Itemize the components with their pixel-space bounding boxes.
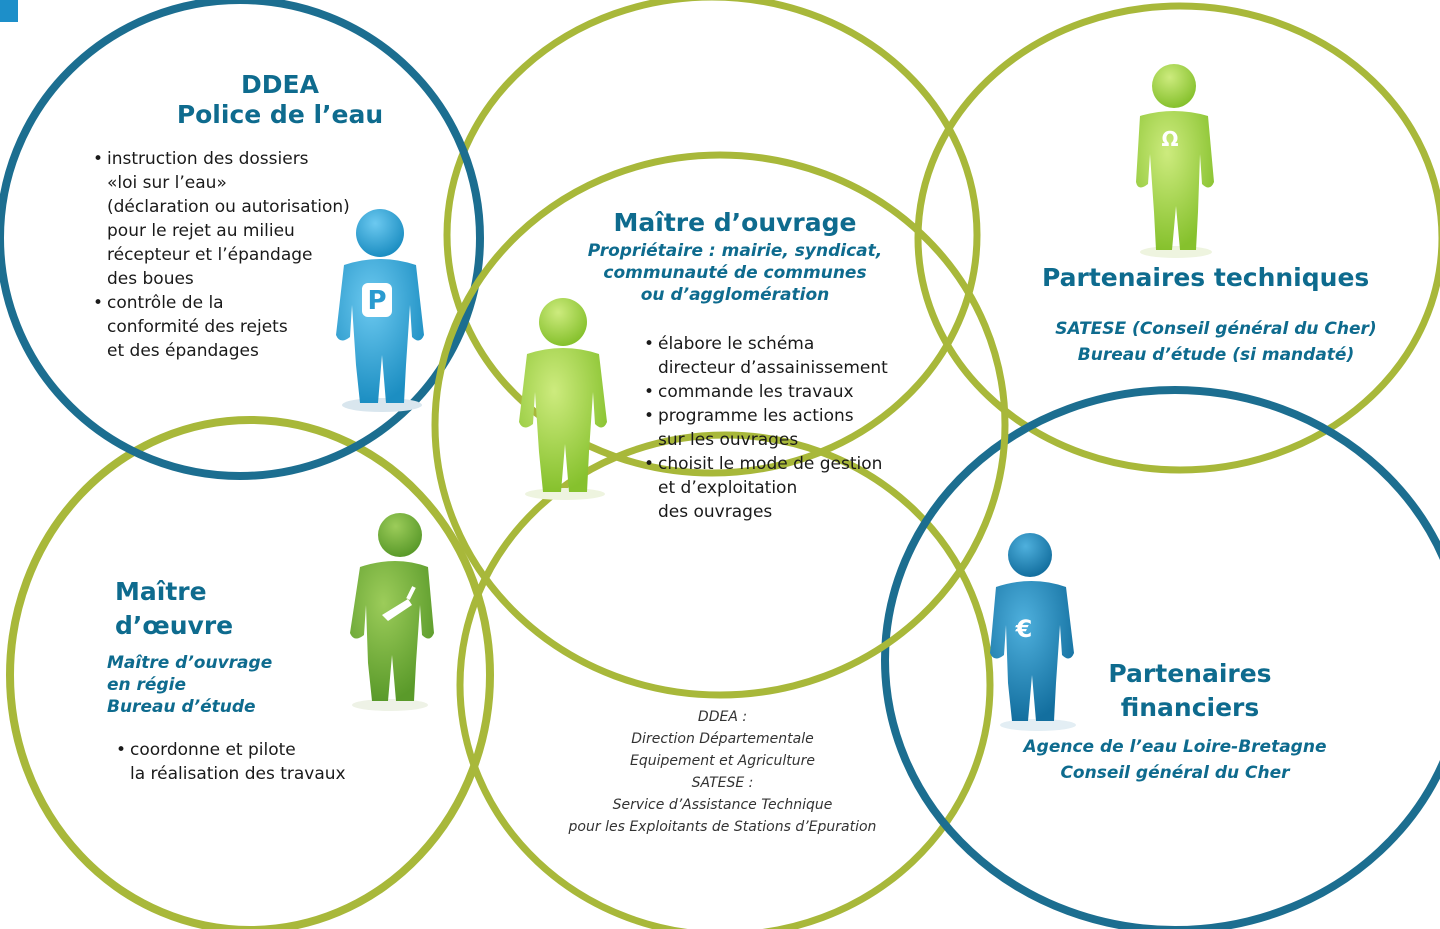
figure-partenaires-financiers: €: [990, 533, 1076, 731]
ddea-bullet-1: instruction des dossiers «loi sur l’eau» (…: [93, 147, 363, 291]
ddea-title: DDEA Police de l’eau: [150, 70, 410, 130]
trowel-icon: [382, 599, 412, 621]
maitre-oeuvre-bullet-1: coordonne et pilote la réalisation des tr…: [116, 738, 376, 786]
maitre-ouvrage-bullet-1: élabore le schéma directeur d’assainissem…: [644, 332, 924, 380]
figure-maitre-ouvrage: [519, 298, 607, 500]
ring-partenaires-financiers: [881, 386, 1440, 929]
maitre-ouvrage-bullet-4: choisit le mode de gestion et d’exploitat…: [644, 452, 924, 524]
partenaires-financiers-title: Partenaires financiers: [1080, 657, 1300, 725]
corner-mark: [0, 0, 18, 22]
maitre-ouvrage-subtitle-line-2: communauté de communes: [603, 263, 867, 283]
figure-ddea-letter: P: [367, 286, 386, 316]
ddea-bullets: instruction des dossiers «loi sur l’eau» (…: [93, 147, 363, 363]
ddea-bullet-2-line-2: conformité des rejets: [107, 317, 288, 337]
glossary-line-4: SATESE :: [691, 775, 754, 791]
ddea-bullet-1-line-2: «loi sur l’eau»: [107, 173, 227, 193]
maitre-ouvrage-bullet-2-line-1: commande les travaux: [658, 382, 854, 402]
maitre-oeuvre-bullet-1-line-2: la réalisation des travaux: [130, 764, 346, 784]
ddea-bullet-1-line-5: récepteur et l’épandage: [107, 245, 313, 265]
maitre-oeuvre-subtitle-line-1: Maître d’ouvrage: [107, 653, 273, 673]
glossary-line-1: DDEA :: [697, 709, 748, 725]
glossary-line-2: Direction Départementale: [631, 731, 814, 747]
maitre-ouvrage-bullet-3-line-2: sur les ouvrages: [658, 430, 799, 450]
maitre-ouvrage-bullet-1-line-2: directeur d’assainissement: [658, 358, 888, 378]
maitre-ouvrage-bullet-2: commande les travaux: [644, 380, 924, 404]
partenaires-techniques-subtitle: SATESE (Conseil général du Cher) Bureau d…: [1036, 316, 1396, 368]
figure-partenaires-techniques: Ω: [1136, 64, 1214, 258]
ddea-bullet-2-line-3: et des épandages: [107, 341, 259, 361]
euro-icon: €: [1015, 615, 1033, 643]
maitre-ouvrage-subtitle-line-1: Propriétaire : mairie, syndicat,: [587, 241, 883, 261]
ddea-title-line1: DDEA: [241, 70, 319, 99]
maitre-ouvrage-bullet-3: programme les actions sur les ouvrages: [644, 404, 924, 452]
partenaires-techniques-subtitle-line-1: SATESE (Conseil général du Cher): [1055, 319, 1377, 339]
ring-ddea: [0, 0, 484, 480]
maitre-oeuvre-subtitle-line-2: en régie: [107, 675, 186, 695]
partenaires-techniques-title: Partenaires techniques: [1042, 263, 1370, 292]
partenaires-financiers-subtitle-line-1: Agence de l’eau Loire-Bretagne: [1023, 737, 1327, 757]
figure-maitre-oeuvre: [350, 513, 434, 711]
maitre-oeuvre-title-line2: d’œuvre: [115, 611, 234, 640]
maitre-oeuvre-subtitle-line-3: Bureau d’étude: [107, 697, 256, 717]
glossary-line-6: pour les Exploitants de Stations d’Epura…: [568, 819, 877, 835]
maitre-ouvrage-bullets: élabore le schéma directeur d’assainissem…: [644, 332, 924, 524]
ring-maitre-ouvrage-center: [431, 151, 1009, 699]
maitre-oeuvre-bullets: coordonne et pilote la réalisation des tr…: [116, 738, 376, 786]
partenaires-techniques-subtitle-line-2: Bureau d’étude (si mandaté): [1077, 345, 1355, 365]
maitre-ouvrage-bullet-4-line-2: et d’exploitation: [658, 478, 798, 498]
partenaires-financiers-subtitle-line-2: Conseil général du Cher: [1060, 763, 1290, 783]
maitre-ouvrage-subtitle: Propriétaire : mairie, syndicat,communau…: [550, 240, 920, 306]
maitre-oeuvre-bullet-1-line-1: coordonne et pilote: [130, 740, 296, 760]
maitre-ouvrage-bullet-4-line-3: des ouvrages: [658, 502, 773, 522]
ddea-bullet-1-line-6: des boues: [107, 269, 194, 289]
maitre-oeuvre-title: Maître d’œuvre: [115, 575, 315, 643]
ring-partenaires-techniques: [914, 2, 1440, 474]
maitre-ouvrage-bullet-4-line-1: choisit le mode de gestion: [658, 454, 883, 474]
maitre-ouvrage-subtitle-line-3: ou d’agglomération: [640, 285, 830, 305]
glossary-line-3: Equipement et Agriculture: [630, 753, 815, 769]
partenaires-financiers-title-line2: financiers: [1120, 693, 1260, 722]
ddea-bullet-1-line-4: pour le rejet au milieu: [107, 221, 295, 241]
maitre-oeuvre-title-line1: Maître: [115, 577, 207, 606]
ring-maitre-oeuvre: [6, 416, 494, 929]
ddea-bullet-1-line-3: (déclaration ou autorisation): [107, 197, 350, 217]
ddea-bullet-1-line-1: instruction des dossiers: [107, 149, 309, 169]
glossary-line-5: Service d’Assistance Technique: [612, 797, 833, 813]
maitre-ouvrage-title: Maître d’ouvrage: [613, 208, 857, 237]
figure-techniques-letter: Ω: [1161, 127, 1178, 151]
partenaires-financiers-title-line1: Partenaires: [1108, 659, 1272, 688]
ddea-bullet-2: contrôle de la conformité des rejets et de…: [93, 291, 363, 363]
maitre-ouvrage-bullet-3-line-1: programme les actions: [658, 406, 854, 426]
maitre-ouvrage-bullet-1-line-1: élabore le schéma: [658, 334, 815, 354]
ddea-bullet-2-line-1: contrôle de la: [107, 293, 224, 313]
ddea-title-line2: Police de l’eau: [176, 100, 384, 129]
